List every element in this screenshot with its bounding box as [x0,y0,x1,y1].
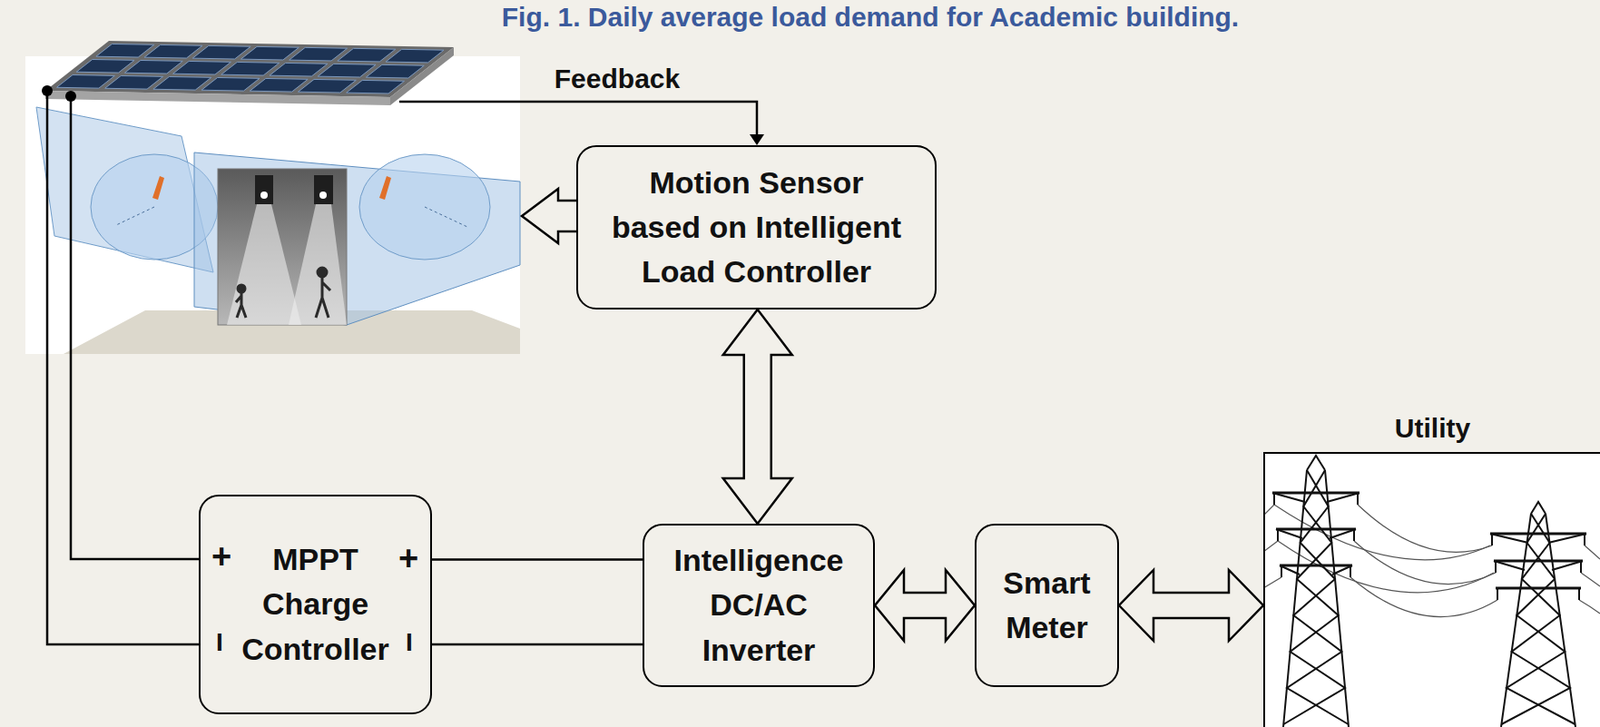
person-marker [152,176,165,200]
lamp-light [260,191,268,199]
solar-roof-scene [25,40,521,354]
feedback-arrowhead [749,134,765,146]
person-silhouette [235,267,331,318]
block-arrow [723,309,793,524]
light-beam [226,204,302,325]
process-box: MPPT Charge Controller [198,494,432,715]
wire [431,558,643,561]
roof-edge [390,47,454,106]
terminal-sign: + [398,539,419,579]
solar-panels [45,40,454,98]
node-text: Smart Meter [985,560,1109,651]
terminal-sign: I [405,628,413,658]
node-text: Utility [1265,410,1600,446]
sensor-field [194,152,521,325]
block-arrow [874,569,975,641]
transmission-towers [1263,451,1600,727]
person-marker [379,176,392,200]
range-line [424,206,468,227]
roof-edge [45,90,391,106]
lamp [314,175,334,205]
signal-label: Feedback [554,63,680,94]
node-text: MPPT Charge Controller [229,537,403,672]
node-text: Intelligence DC/AC Inverter [661,538,857,673]
terminal-dot [65,90,77,102]
process-box: Motion Sensor based on Intelligent Load … [576,145,937,310]
process-box: Intelligence DC/AC Inverter [642,523,875,688]
lamp [255,175,274,205]
utility-grid: Utility [1263,451,1600,727]
panel-wires [47,90,199,645]
sensor-field [359,154,491,260]
wire [431,643,643,647]
terminal-sign: + [211,538,232,577]
lamp-photo [217,168,347,325]
terminal-sign: I [215,628,224,658]
range-line [116,206,155,226]
figure-title: Fig. 1. Daily average load demand for Ac… [501,1,1239,33]
block-arrow [1119,569,1264,641]
node-text: Motion Sensor based on Intelligent Load … [602,160,912,295]
terminal-dot [41,85,53,97]
feedback-line [399,101,757,137]
lamp-light [319,191,327,199]
light-beam [288,204,347,325]
process-box: Smart Meter [974,523,1120,688]
control-arrow [521,188,579,244]
